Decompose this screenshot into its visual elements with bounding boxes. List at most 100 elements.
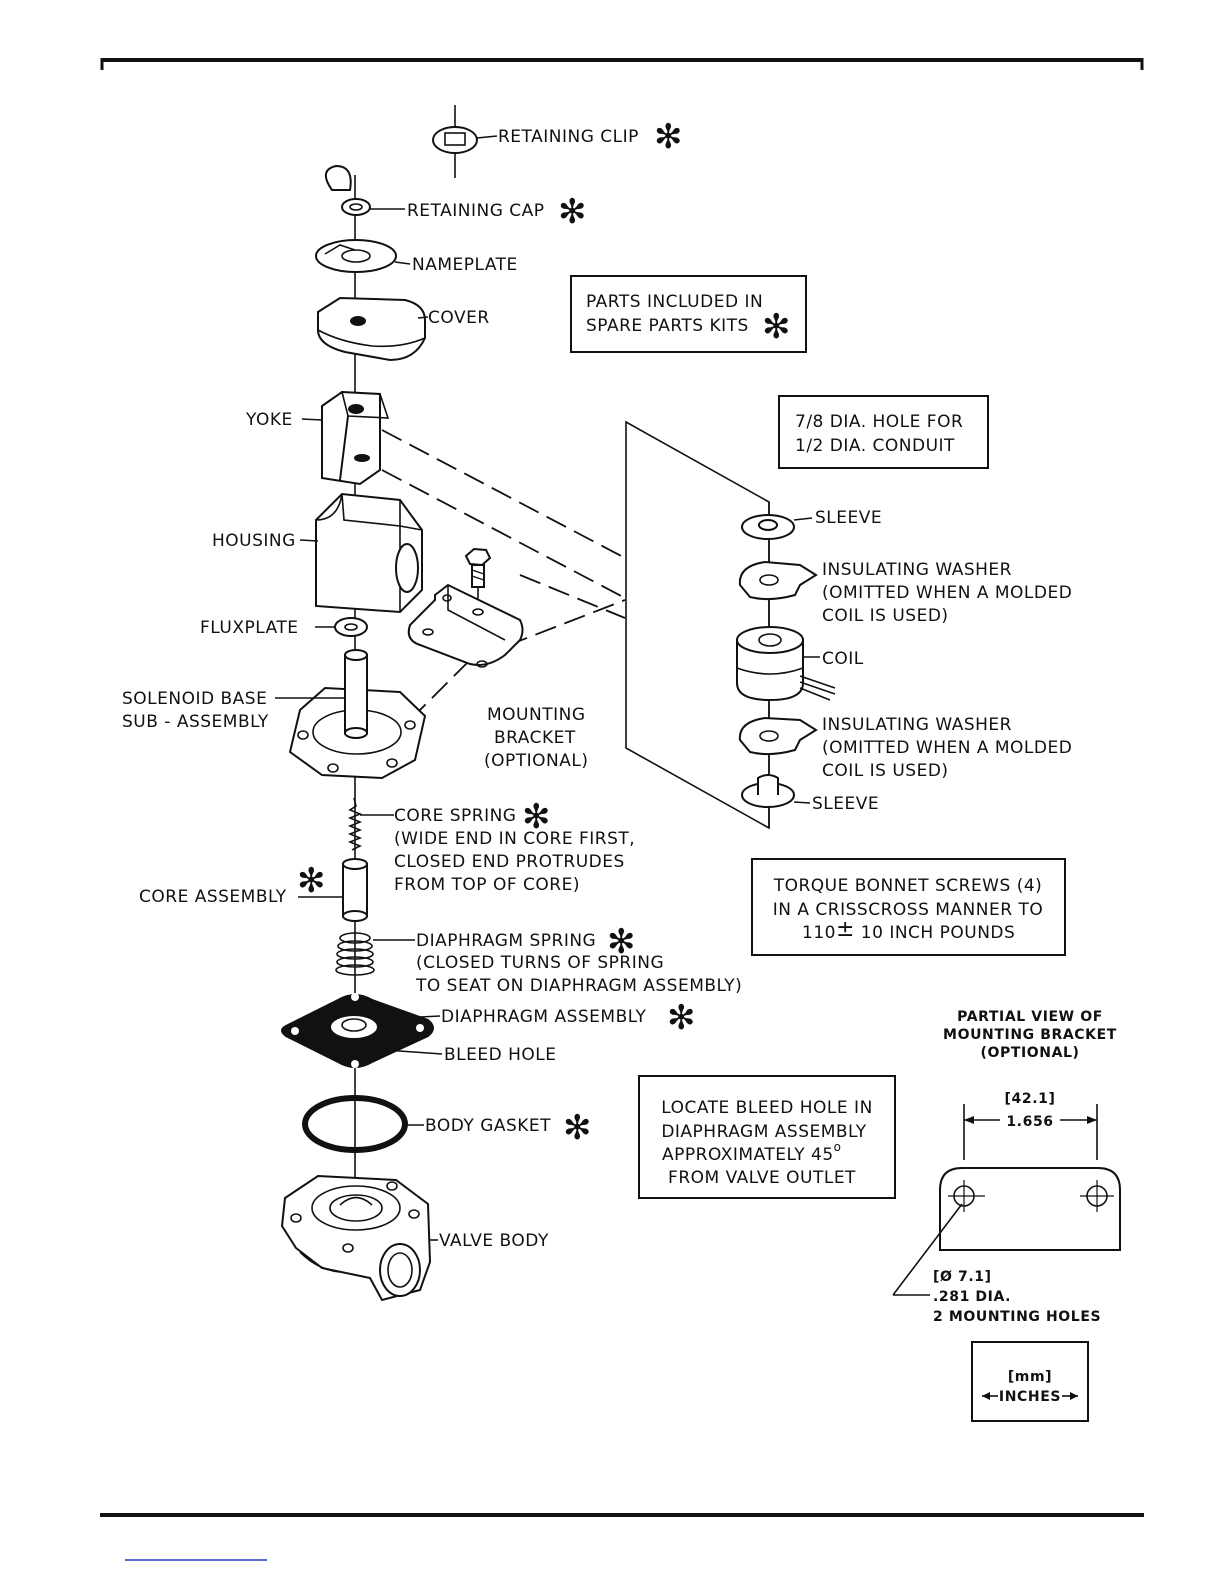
- yoke-label: YOKE: [245, 410, 293, 430]
- retaining-clip-asterisk: ✻: [654, 117, 683, 157]
- hole-diameter-inches: .281 DIA.: [933, 1289, 1011, 1305]
- diaphragm-spring-note-2: TO SEAT ON DIAPHRAGM ASSEMBLY): [415, 976, 742, 996]
- torque-note: TORQUE BONNET SCREWS (4) IN A CRISSCROSS…: [751, 858, 1066, 956]
- insulating-washer-bottom-note-1: (OMITTED WHEN A MOLDED: [822, 738, 1072, 758]
- sleeve-top: [741, 514, 813, 540]
- insulating-washer-bottom: [738, 716, 818, 756]
- bleed-note-angle: APPROXIMATELY 45: [662, 1145, 834, 1165]
- solenoid-base-label-1: SOLENOID BASE: [122, 689, 267, 709]
- spare-parts-line-1: PARTS INCLUDED IN: [586, 292, 763, 312]
- hole-diameter-mm: [Ø 7.1]: [933, 1269, 992, 1285]
- valve-body: [280, 1174, 438, 1302]
- coil-stack-plane: [625, 420, 770, 830]
- mounting-bracket-label-3: (OPTIONAL): [484, 751, 589, 771]
- cover-label: COVER: [428, 308, 490, 328]
- body-gasket-label: BODY GASKET: [425, 1116, 551, 1136]
- mounting-bracket-label-1: MOUNTING: [487, 705, 586, 725]
- bleed-hole-note: LOCATE BLEED HOLE IN DIAPHRAGM ASSEMBLY …: [638, 1075, 896, 1199]
- valve-body-label: VALVE BODY: [439, 1231, 549, 1251]
- conduit-line-2: 1/2 DIA. CONDUIT: [795, 436, 955, 456]
- body-gasket: [302, 1095, 424, 1153]
- projection-line-upper: [381, 429, 626, 559]
- sleeve-top-label: SLEEVE: [815, 508, 882, 528]
- core-assembly-asterisk: ✻: [297, 861, 326, 901]
- mounting-bracket-label-2: BRACKET: [494, 728, 576, 748]
- bleed-note-degree: o: [834, 1140, 842, 1154]
- spare-parts-note: PARTS INCLUDED IN SPARE PARTS KITS ✻: [570, 275, 807, 353]
- insulating-washer-bottom-label: INSULATING WASHER: [822, 715, 1012, 735]
- bracket-width-inches: 1.656: [1006, 1114, 1053, 1130]
- core-spring-note-2: CLOSED END PROTRUDES: [394, 852, 625, 872]
- partial-view-title-2: MOUNTING BRACKET: [943, 1027, 1117, 1043]
- retaining-cap-label: RETAINING CAP: [407, 201, 545, 221]
- torque-plus-minus: ±: [836, 917, 855, 942]
- projection-line-housing: [519, 574, 626, 619]
- torque-value-rest: 10 INCH POUNDS: [855, 923, 1015, 943]
- retaining-cap: [325, 164, 405, 216]
- torque-line-1: TORQUE BONNET SCREWS (4): [773, 876, 1043, 896]
- diaphragm-spring: [335, 932, 415, 976]
- hole-count: 2 MOUNTING HOLES: [933, 1309, 1101, 1325]
- diaphragm-spring-label: DIAPHRAGM SPRING: [416, 931, 596, 951]
- retaining-clip: [432, 126, 498, 154]
- spare-parts-asterisk: ✻: [762, 307, 791, 347]
- housing: [299, 492, 423, 614]
- diaphragm-spring-note-1: (CLOSED TURNS OF SPRING: [416, 953, 664, 973]
- body-gasket-asterisk: ✻: [563, 1108, 592, 1148]
- nameplate: [315, 239, 411, 273]
- cover: [317, 296, 429, 362]
- retaining-clip-label: RETAINING CLIP: [498, 127, 639, 147]
- sleeve-bottom: [741, 774, 811, 808]
- retaining-cap-asterisk: ✻: [558, 192, 587, 232]
- core-spring: [347, 797, 394, 851]
- torque-value: 110: [802, 923, 836, 943]
- partial-view-mounting-bracket: PARTIAL VIEW OF MOUNTING BRACKET (OPTION…: [892, 1009, 1121, 1325]
- bracket-width-mm: [42.1]: [1005, 1091, 1056, 1107]
- projection-line-lower: [381, 469, 626, 599]
- core-assembly-label: CORE ASSEMBLY: [139, 887, 287, 907]
- torque-line-2: IN A CRISSCROSS MANNER TO: [773, 900, 1043, 920]
- torque-line-3: 110± 10 INCH POUNDS: [802, 917, 1015, 943]
- diaphragm-assembly: [281, 993, 443, 1068]
- solenoid-base: [275, 649, 427, 780]
- sleeve-bottom-label: SLEEVE: [812, 794, 879, 814]
- insulating-washer-top-note-1: (OMITTED WHEN A MOLDED: [822, 583, 1072, 603]
- units-legend: [mm] INCHES: [971, 1341, 1089, 1422]
- diaphragm-assembly-asterisk: ✻: [667, 998, 696, 1038]
- nameplate-label: NAMEPLATE: [412, 255, 518, 275]
- projection-line-bracket: [409, 599, 626, 721]
- bleed-note-line-3: APPROXIMATELY 45o: [662, 1140, 841, 1165]
- core-spring-label: CORE SPRING: [394, 806, 516, 826]
- core-assembly: [298, 858, 368, 922]
- partial-view-title-1: PARTIAL VIEW OF: [957, 1009, 1103, 1025]
- coil-label: COIL: [822, 649, 864, 669]
- conduit-note: 7/8 DIA. HOLE FOR 1/2 DIA. CONDUIT: [778, 395, 989, 469]
- insulating-washer-top-label: INSULATING WASHER: [822, 560, 1012, 580]
- spare-parts-line-2: SPARE PARTS KITS: [586, 316, 749, 336]
- coil: [736, 626, 836, 702]
- insulating-washer-top-note-2: COIL IS USED): [822, 606, 949, 626]
- units-mm: [mm]: [1008, 1369, 1052, 1385]
- core-spring-asterisk: ✻: [522, 797, 551, 837]
- insulating-washer-bottom-note-2: COIL IS USED): [822, 761, 949, 781]
- yoke: [301, 390, 390, 486]
- bleed-note-line-2: DIAPHRAGM ASSEMBLY: [661, 1122, 866, 1142]
- units-inches: INCHES: [999, 1389, 1061, 1405]
- conduit-line-1: 7/8 DIA. HOLE FOR: [795, 412, 963, 432]
- bleed-note-line-4: FROM VALVE OUTLET: [668, 1168, 856, 1188]
- header-rule: [100, 58, 1144, 70]
- insulating-washer-top: [738, 560, 818, 601]
- bleed-hole-label: BLEED HOLE: [444, 1045, 557, 1065]
- mounting-bracket: [407, 583, 524, 668]
- bleed-note-line-1: LOCATE BLEED HOLE IN: [661, 1098, 873, 1118]
- housing-label: HOUSING: [212, 531, 296, 551]
- solenoid-base-label-2: SUB - ASSEMBLY: [122, 712, 269, 732]
- partial-view-title-3: (OPTIONAL): [980, 1045, 1079, 1061]
- core-spring-note-3: FROM TOP OF CORE): [394, 875, 580, 895]
- diaphragm-spring-asterisk: ✻: [607, 922, 636, 962]
- fluxplate-label: FLUXPLATE: [200, 618, 299, 638]
- core-spring-note-1: (WIDE END IN CORE FIRST,: [394, 829, 635, 849]
- diaphragm-assembly-label: DIAPHRAGM ASSEMBLY: [441, 1007, 646, 1027]
- fluxplate: [315, 617, 368, 637]
